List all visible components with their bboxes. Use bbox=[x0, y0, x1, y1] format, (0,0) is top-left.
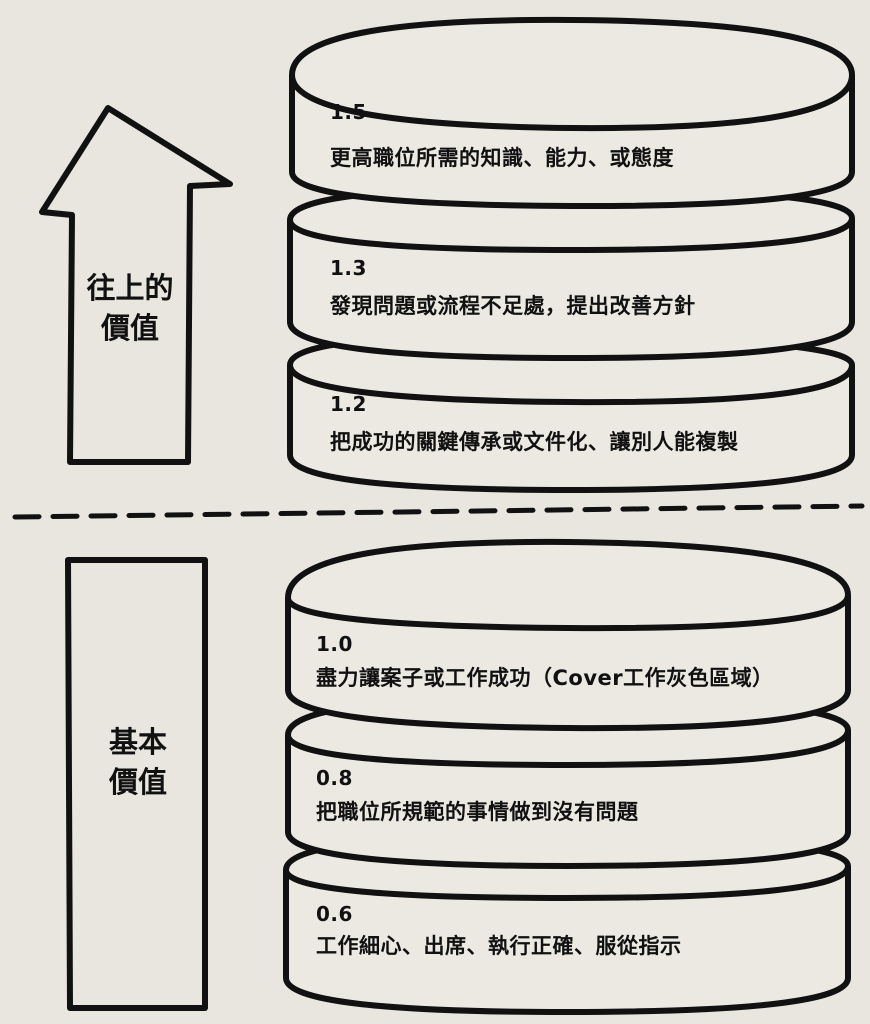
upward-value-label: 往上的 價值 bbox=[70, 268, 190, 348]
basic-value-box bbox=[65, 557, 208, 1011]
upward-value-label-line1: 往上的 bbox=[86, 271, 174, 305]
disc-0-8-number: 0.8 bbox=[316, 766, 353, 790]
disc-1-3-text: 發現問題或流程不足處，提出改善方針 bbox=[330, 294, 696, 318]
dashed-separator bbox=[12, 503, 865, 520]
disc-1-2-number: 1.2 bbox=[330, 392, 367, 416]
disc-1-2-text: 把成功的關鍵傳承或文件化、讓別人能複製 bbox=[330, 430, 739, 454]
upward-arrow-shape bbox=[39, 105, 233, 465]
disc-0-6-number: 0.6 bbox=[316, 902, 353, 926]
basic-value-label: 基本 價值 bbox=[78, 722, 198, 802]
disc-0-6-text: 工作細心、出席、執行正確、服從指示 bbox=[316, 934, 682, 958]
disc-1-5 bbox=[289, 16, 855, 210]
disc-1-0-text: 盡力讓案子或工作成功（Cover工作灰色區域） bbox=[316, 666, 774, 690]
disc-1-3 bbox=[287, 184, 855, 362]
disc-1-0-number: 1.0 bbox=[316, 632, 353, 656]
upward-value-label-line2: 價值 bbox=[100, 311, 159, 345]
disc-1-5-number: 1.5 bbox=[330, 100, 367, 124]
basic-value-label-line2: 價值 bbox=[108, 765, 167, 799]
disc-1-5-text: 更高職位所需的知識、能力、或態度 bbox=[330, 146, 674, 170]
disc-1-0 bbox=[285, 538, 851, 732]
disc-0-8-text: 把職位所規範的事情做到沒有問題 bbox=[316, 800, 639, 824]
disc-1-3-number: 1.3 bbox=[330, 256, 367, 280]
basic-value-label-line1: 基本 bbox=[108, 725, 167, 759]
